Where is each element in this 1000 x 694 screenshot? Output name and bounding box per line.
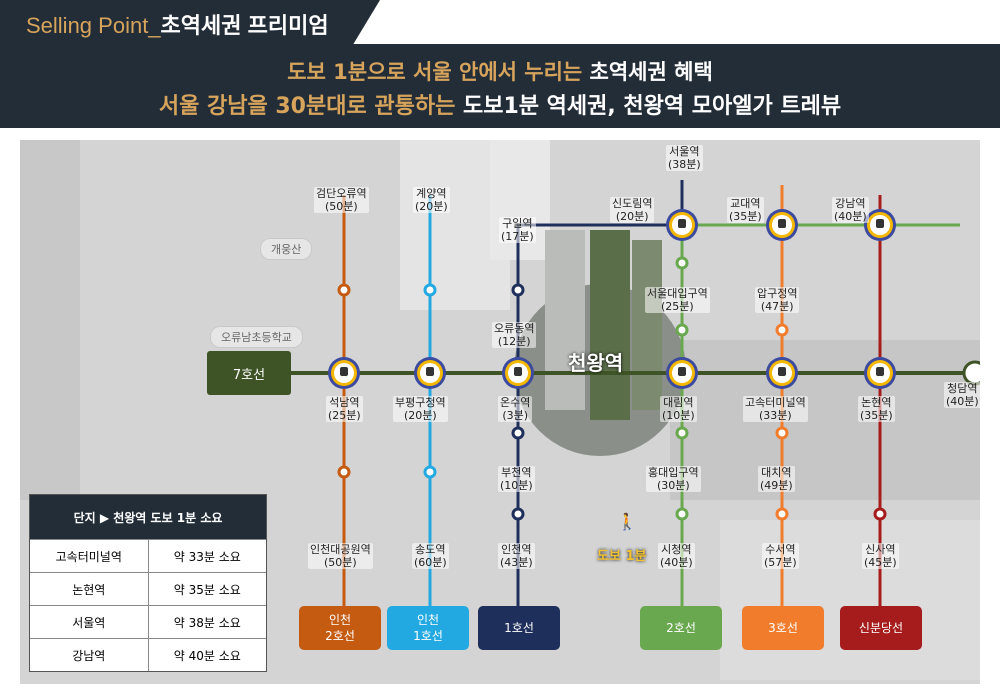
headline-1-a: 도보 1분으로 서울 안에서 누리는 xyxy=(287,60,590,84)
table-title: 단지 ▶ 천왕역 도보 1분 소요 xyxy=(30,495,266,539)
header-banner: 도보 1분으로 서울 안에서 누리는 초역세권 혜택 서울 강남을 30분대로 … xyxy=(0,44,1000,128)
transfer-badge xyxy=(666,209,698,241)
table-cell-time: 약 35분 소요 xyxy=(173,582,241,597)
headline-2: 서울 강남을 30분대로 관통하는 도보1분 역세권, 천왕역 모아엘가 트레뷰 xyxy=(0,88,1000,120)
place-label: 개웅산 xyxy=(260,238,313,260)
station-label: 부천역(10분) xyxy=(498,466,535,492)
legend-shinbundang: 신분당선 xyxy=(840,606,922,650)
legend-line2: 2호선 xyxy=(640,606,722,650)
station-label: 수서역(57분) xyxy=(762,543,799,569)
transfer-badge xyxy=(864,357,896,389)
headline-2-a: 서울 강남을 30분대로 관통하는 xyxy=(158,94,463,119)
table-cell-station: 서울역 xyxy=(30,606,149,638)
station-label: 대치역(49분) xyxy=(758,466,795,492)
station-label: 교대역(35분) xyxy=(727,197,764,223)
legend-line3: 3호선 xyxy=(742,606,824,650)
table-cell-time: 약 38분 소요 xyxy=(173,615,241,630)
transfer-badge xyxy=(766,209,798,241)
terminal-cheongdam xyxy=(962,360,980,386)
station-dots xyxy=(337,256,887,521)
tower-shape xyxy=(545,230,585,410)
building-shape xyxy=(720,520,980,680)
station-label: 고속터미널역(33분) xyxy=(743,396,808,422)
station-label: 온수역(3분) xyxy=(498,396,533,422)
center-walk-time: 도보 1분 xyxy=(597,549,647,564)
station-label: 인천대공원역(50분) xyxy=(308,543,373,569)
place-label: 오류남초등학교 xyxy=(210,326,303,348)
station-label: 홍대입구역(30분) xyxy=(646,466,701,492)
building-shape xyxy=(670,340,980,500)
transfer-badge xyxy=(666,357,698,389)
subway-map: 개웅산 오류남초등학교 7호선 천왕역 🚶 도보 1분 검단오류역(50분) 계… xyxy=(20,140,980,684)
walking-icon: 🚶 xyxy=(617,512,637,531)
section-prefix: Selling Point_ xyxy=(26,13,161,38)
table-row: 강남역 약 40분 소요 xyxy=(30,638,266,671)
legend-incheon2: 인천 2호선 xyxy=(299,606,381,650)
station-label: 청담역(40분) xyxy=(944,382,980,408)
table-cell-station: 논현역 xyxy=(30,573,149,605)
station-label: 오류동역(12분) xyxy=(492,322,537,348)
headline-2-b: 도보1분 역세권, 천왕역 모아엘가 트레뷰 xyxy=(462,94,842,119)
transfer-badge xyxy=(328,357,360,389)
transfer-badges xyxy=(328,209,896,389)
table-row: 논현역 약 35분 소요 xyxy=(30,572,266,605)
station-label: 석남역(25분) xyxy=(326,396,363,422)
legend-line1: 1호선 xyxy=(478,606,560,650)
station-label: 검단오류역(50분) xyxy=(314,187,369,213)
section-title: Selling Point_초역세권 프리미엄 xyxy=(26,8,329,40)
transfer-badge xyxy=(864,209,896,241)
station-label: 논현역(35분) xyxy=(858,396,895,422)
transfer-badge xyxy=(502,357,534,389)
building-shape xyxy=(20,140,80,500)
station-label: 강남역(40분) xyxy=(832,197,869,223)
station-label: 서울역(38분) xyxy=(666,145,703,171)
station-label: 압구정역(47분) xyxy=(755,287,800,313)
center-station-name: 천왕역 xyxy=(568,351,624,375)
table-cell-station: 강남역 xyxy=(30,639,149,671)
transfer-badge xyxy=(766,357,798,389)
station-label: 부평구청역(20분) xyxy=(393,396,448,422)
section-tab: Selling Point_초역세권 프리미엄 xyxy=(0,0,380,44)
travel-time-table: 단지 ▶ 천왕역 도보 1분 소요 고속터미널역 약 33분 소요 논현역 약 35… xyxy=(29,494,267,672)
station-label: 신사역(45분) xyxy=(862,543,899,569)
top-bar: Selling Point_초역세권 프리미엄 xyxy=(0,0,1000,44)
line7-label: 7호선 xyxy=(207,351,291,395)
station-label: 서울대입구역(25분) xyxy=(645,287,710,313)
transfer-badge xyxy=(414,357,446,389)
station-label: 계양역(20분) xyxy=(413,187,450,213)
station-label: 대림역(10분) xyxy=(660,396,697,422)
headline-1-b: 초역세권 혜택 xyxy=(589,60,713,84)
station-label: 송도역(60분) xyxy=(412,543,449,569)
station-label: 신도림역(20분) xyxy=(610,197,655,223)
tower-shape xyxy=(590,230,630,420)
table-cell-time: 약 40분 소요 xyxy=(173,648,241,663)
section-title-text: 초역세권 프리미엄 xyxy=(160,13,329,38)
station-label: 구일역(17분) xyxy=(499,217,536,243)
table-row: 고속터미널역 약 33분 소요 xyxy=(30,539,266,572)
headline-1: 도보 1분으로 서울 안에서 누리는 초역세권 혜택 xyxy=(0,56,1000,86)
station-label: 시청역(40분) xyxy=(658,543,695,569)
table-cell-time: 약 33분 소요 xyxy=(173,549,241,564)
station-label: 인천역(43분) xyxy=(498,543,535,569)
table-row: 서울역 약 38분 소요 xyxy=(30,605,266,638)
legend-incheon1: 인천 1호선 xyxy=(387,606,469,650)
table-cell-station: 고속터미널역 xyxy=(30,540,149,572)
tower-shape xyxy=(632,240,662,410)
